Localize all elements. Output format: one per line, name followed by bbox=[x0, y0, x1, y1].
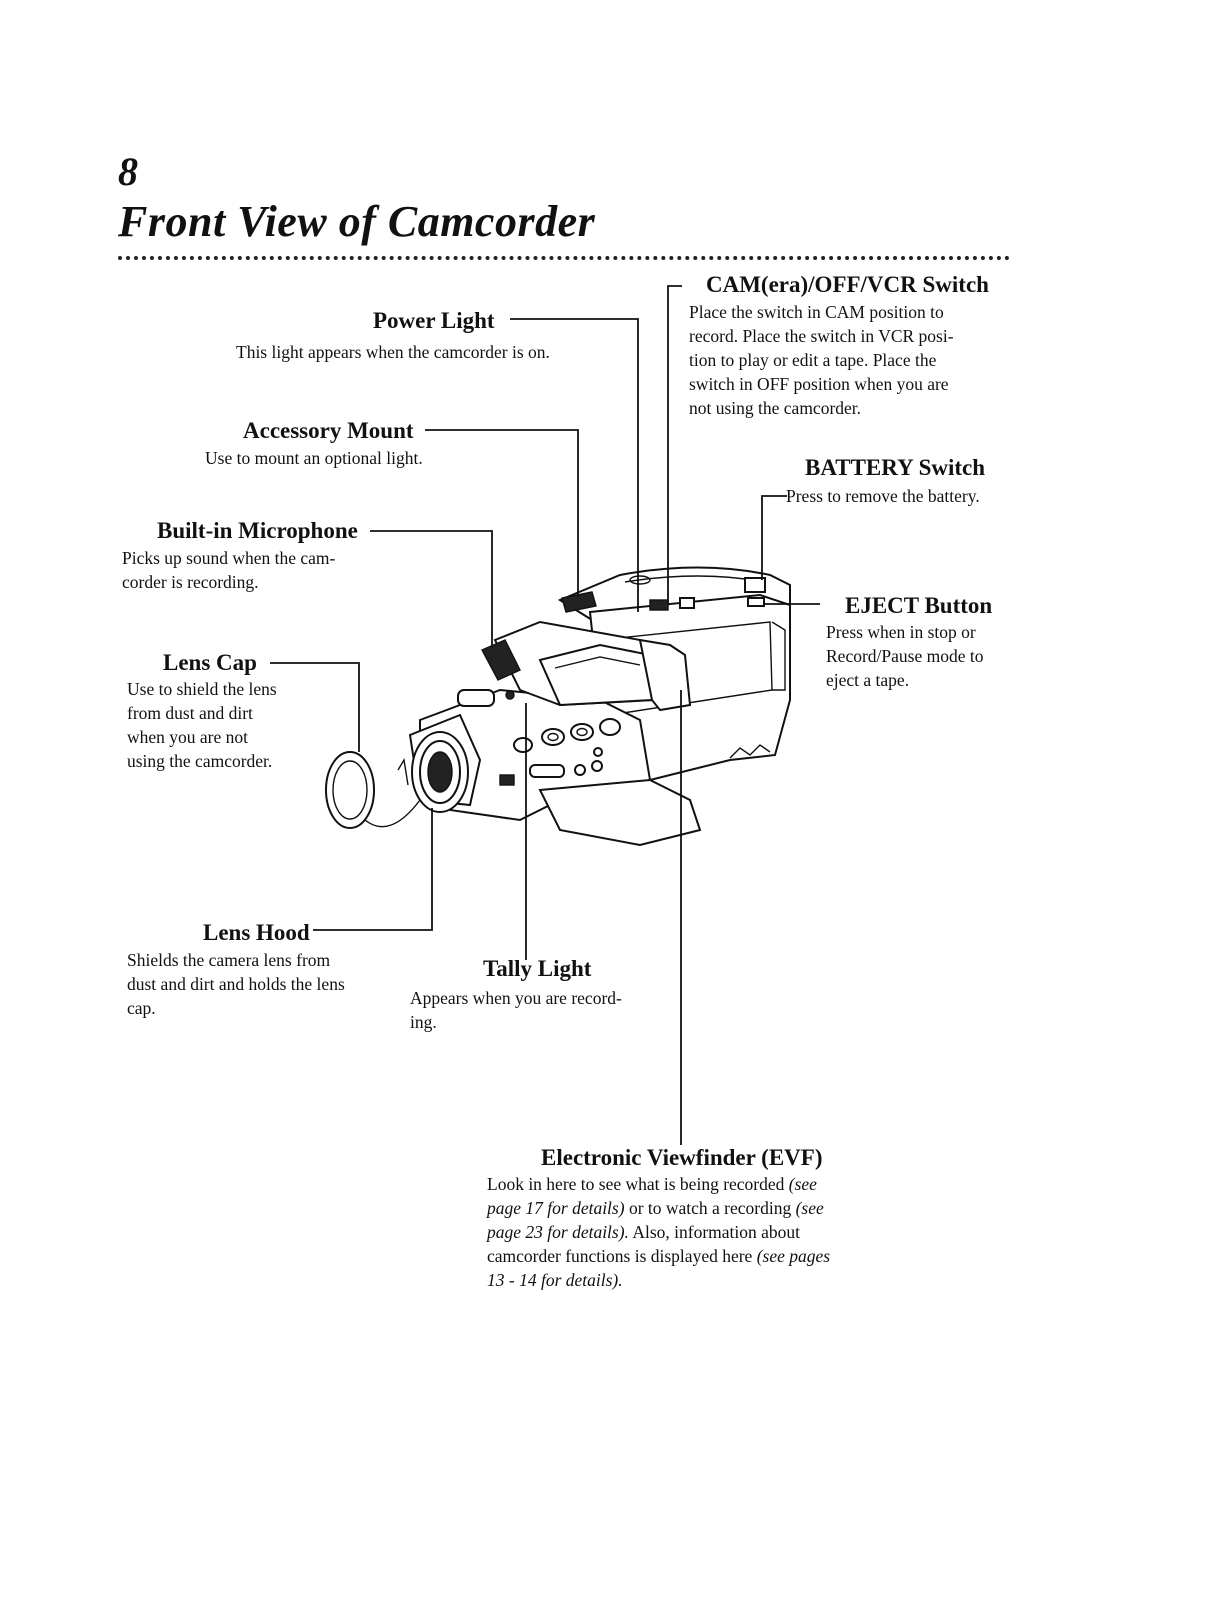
page-title: Front View of Camcorder bbox=[118, 197, 596, 246]
eject-button-desc-line: Record/Pause mode to bbox=[826, 646, 984, 666]
title-divider bbox=[118, 256, 1010, 260]
cam-switch-shape bbox=[649, 599, 669, 611]
page-number: 8 bbox=[118, 149, 138, 194]
evf-page-ref: (see bbox=[795, 1198, 824, 1218]
lens-hood-desc-line: Shields the camera lens from bbox=[127, 950, 331, 970]
power-light-leader bbox=[510, 318, 639, 612]
accessory-mount-desc: Use to mount an optional light. bbox=[205, 448, 423, 468]
evf-desc-text: Also, information about bbox=[628, 1222, 801, 1242]
lens-hood-desc-line: dust and dirt and holds the lens bbox=[127, 974, 345, 994]
lens-cap-shape bbox=[325, 751, 375, 829]
eject-button-title: EJECT Button bbox=[845, 593, 993, 618]
lens-cap-title: Lens Cap bbox=[163, 650, 257, 675]
microphone-shape bbox=[481, 639, 521, 681]
tally-light-desc: Appears when you are record- ing. bbox=[410, 986, 622, 1034]
lens-cap-desc-line: using the camcorder. bbox=[127, 751, 273, 771]
evf-title: Electronic Viewfinder (EVF) bbox=[541, 1145, 823, 1170]
accessory-mount-title: Accessory Mount bbox=[243, 418, 414, 443]
tally-light-title: Tally Light bbox=[483, 956, 592, 981]
evf-desc-text: or to watch a recording bbox=[624, 1198, 796, 1218]
cam-switch-desc-line: record. Place the switch in VCR posi- bbox=[689, 326, 954, 346]
battery-switch-desc: Press to remove the battery. bbox=[786, 486, 980, 506]
evf-page-ref: (see bbox=[788, 1174, 817, 1194]
microphone-desc: Picks up sound when the cam- corder is r… bbox=[122, 546, 335, 594]
eject-button-desc-line: eject a tape. bbox=[826, 670, 910, 690]
evf-eyecup bbox=[638, 638, 692, 712]
eject-button-desc: Press when in stop or Record/Pause mode … bbox=[826, 620, 983, 692]
evf-page-ref: page 23 for details). bbox=[487, 1222, 629, 1242]
battery-switch-leader bbox=[761, 495, 787, 580]
evf-desc-text: Look in here to see what is being record… bbox=[487, 1174, 789, 1194]
lens-hood-desc-line: cap. bbox=[127, 998, 156, 1018]
microphone-desc-line: Picks up sound when the cam- bbox=[122, 548, 336, 568]
lens-cap-desc-line: when you are not bbox=[127, 727, 249, 747]
cam-switch-leader bbox=[667, 285, 682, 604]
lens-cap-desc-line: Use to shield the lens bbox=[127, 679, 277, 699]
cam-switch-desc-line: not using the camcorder. bbox=[689, 398, 862, 418]
evf-page-ref: (see pages bbox=[756, 1246, 831, 1266]
camcorder-grip bbox=[538, 778, 702, 847]
cam-switch-desc: Place the switch in CAM position to reco… bbox=[689, 300, 954, 420]
lens-cap-desc: Use to shield the lens from dust and dir… bbox=[127, 677, 277, 773]
microphone-leader bbox=[370, 530, 493, 648]
lens-cap-leader bbox=[270, 662, 360, 752]
evf-page-ref: page 17 for details) bbox=[487, 1198, 625, 1218]
battery-switch-title: BATTERY Switch bbox=[805, 455, 986, 480]
tally-light-desc-line: ing. bbox=[410, 1012, 437, 1032]
power-light-desc: This light appears when the camcorder is… bbox=[236, 342, 550, 362]
power-light-title: Power Light bbox=[373, 308, 495, 333]
battery-switch-shape bbox=[744, 577, 766, 593]
cam-switch-desc-line: switch in OFF position when you are bbox=[689, 374, 949, 394]
accessory-mount-leader bbox=[425, 429, 579, 597]
lens-hood-title: Lens Hood bbox=[203, 920, 310, 945]
tally-light-desc-line: Appears when you are record- bbox=[410, 988, 622, 1008]
evf-desc-text: camcorder functions is displayed here bbox=[487, 1246, 757, 1266]
lens-glass bbox=[427, 751, 453, 793]
evf-page-ref: 13 - 14 for details). bbox=[487, 1270, 623, 1290]
lens-hood-desc: Shields the camera lens from dust and di… bbox=[127, 948, 345, 1020]
cam-switch-desc-line: tion to play or edit a tape. Place the bbox=[689, 350, 937, 370]
eject-button-desc-line: Press when in stop or bbox=[826, 622, 976, 642]
accessory-mount-shape bbox=[561, 591, 597, 613]
eject-button-shape bbox=[747, 597, 765, 607]
lens-cap-desc-line: from dust and dirt bbox=[127, 703, 253, 723]
microphone-title: Built-in Microphone bbox=[157, 518, 358, 543]
cam-switch-title: CAM(era)/OFF/VCR Switch bbox=[706, 272, 989, 297]
tally-light-shape bbox=[505, 690, 515, 700]
lens-hood-leader bbox=[313, 808, 433, 931]
microphone-desc-line: corder is recording. bbox=[122, 572, 259, 592]
evf-desc: Look in here to see what is being record… bbox=[487, 1172, 830, 1292]
cam-switch-desc-line: Place the switch in CAM position to bbox=[689, 302, 944, 322]
